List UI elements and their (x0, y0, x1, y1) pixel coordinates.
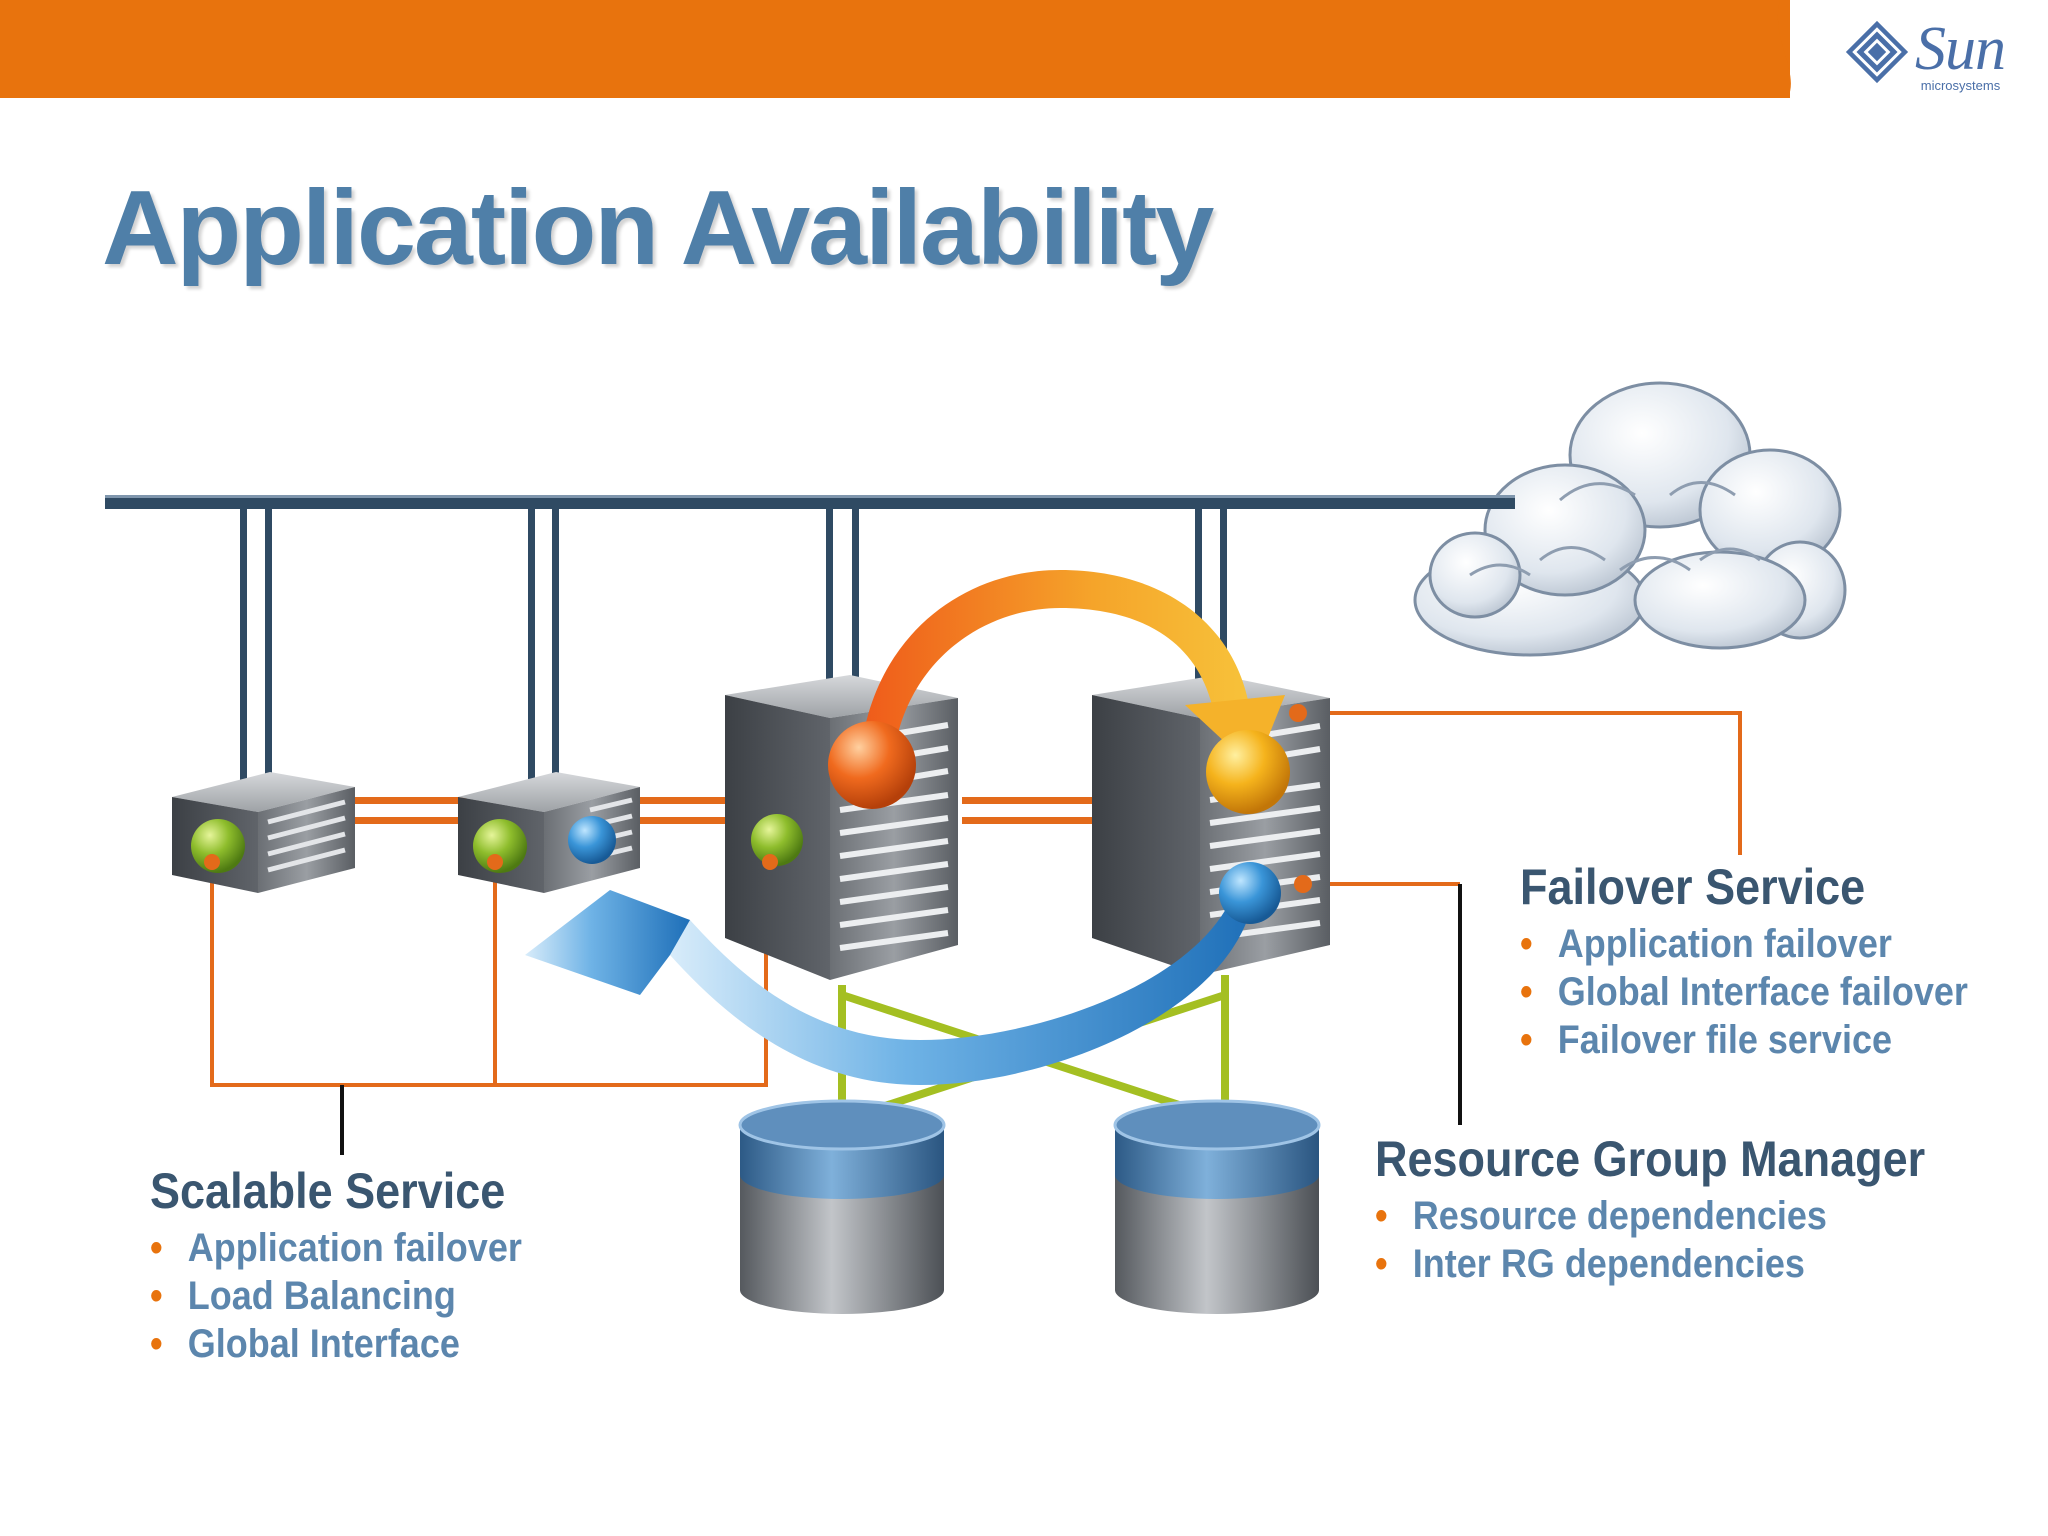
cluster-interconnect (355, 797, 1112, 824)
failover-app-ball (828, 721, 916, 809)
scalable-service-ball (473, 819, 527, 873)
return-arrow (525, 890, 1255, 1085)
list-item: •Load Balancing (150, 1274, 456, 1318)
header-bar (0, 0, 1791, 98)
failover-service-ball (1219, 862, 1281, 924)
failover-service-ball (568, 816, 616, 864)
scalable-service-callout: Scalable Service •Application failover •… (150, 1162, 563, 1368)
callout-heading: Failover Service (1520, 859, 1866, 915)
bullet-icon: • (1520, 970, 1533, 1014)
bullet-icon: • (150, 1322, 163, 1366)
brand-logo-subtitle: microsystems (1920, 78, 2001, 93)
callout-anchor-dots (204, 704, 1312, 893)
scalable-service-ball (751, 814, 803, 866)
list-item: •Application failover (150, 1226, 522, 1270)
bullet-icon: • (1520, 922, 1533, 966)
list-item: •Resource dependencies (1375, 1194, 1827, 1238)
list-item: •Global Interface (150, 1322, 460, 1366)
network-backbone (105, 495, 1515, 784)
small-server (172, 772, 355, 893)
bullet-icon: • (150, 1226, 163, 1270)
list-item: •Application failover (1520, 922, 1892, 966)
callout-heading: Scalable Service (150, 1163, 506, 1219)
callout-list: •Application failover •Load Balancing •G… (150, 1224, 563, 1368)
bullet-icon: • (1375, 1242, 1388, 1286)
cloud-icon (1413, 381, 1847, 657)
failover-service-callout: Failover Service •Application failover •… (1520, 858, 2018, 1064)
storage-disk (1113, 1099, 1321, 1314)
bullet-icon: • (1375, 1194, 1388, 1238)
bullet-icon: • (150, 1274, 163, 1318)
sun-logo-icon (1845, 20, 1909, 84)
bullet-icon: • (1520, 1018, 1533, 1062)
page-title: Application Availability (102, 169, 1214, 287)
list-item: •Failover file service (1520, 1018, 1892, 1062)
resource-group-manager-callout: Resource Group Manager •Resource depende… (1375, 1130, 1986, 1288)
failover-app-ball (1206, 730, 1290, 814)
callout-lines (210, 711, 1742, 1087)
list-item: •Inter RG dependencies (1375, 1242, 1805, 1286)
callout-list: •Application failover •Global Interface … (1520, 920, 2018, 1064)
list-item: •Global Interface failover (1520, 970, 1968, 1014)
storage-disk (738, 1099, 946, 1314)
brand-logo: Sun (1915, 15, 2006, 83)
callout-heading: Resource Group Manager (1375, 1131, 1926, 1187)
callout-list: •Resource dependencies •Inter RG depende… (1375, 1192, 1986, 1288)
callout-ticks (340, 884, 1462, 1155)
